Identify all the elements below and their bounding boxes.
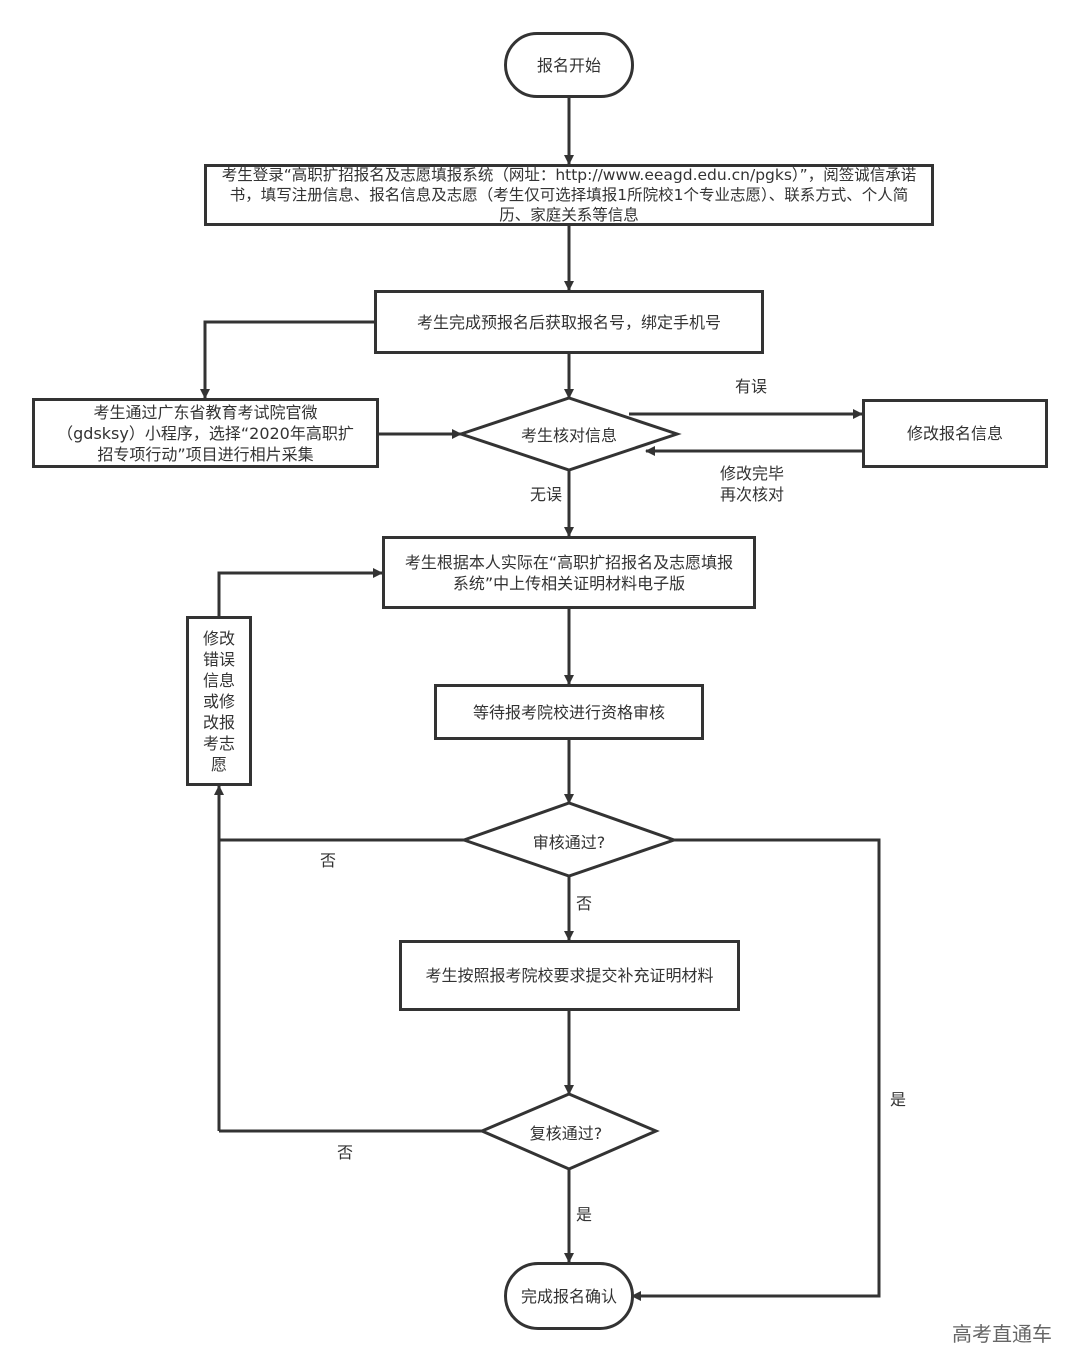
supplement-label: 考生按照报考院校要求提交补充证明材料 [425, 966, 714, 985]
edge-fix-upload [217, 568, 383, 616]
modify-info-label: 修改报名信息 [906, 424, 1003, 443]
edge-label-review-no-left: 否 [320, 851, 337, 870]
decision-recheck-pass [478, 1092, 660, 1171]
upload-node-label: 考生根据本人实际在“高职扩招报名及志愿填报系统”中上传相关证明材料电子版 [404, 552, 734, 593]
edge-review-done [631, 838, 881, 1301]
done-node-label: 完成报名确认 [520, 1286, 617, 1306]
login-node: 考生登录“高职扩招报名及志愿填报系统（网址：http://www.eeagd.e… [204, 164, 934, 226]
edge-review-fix [214, 785, 464, 842]
edge-label-review-no-down: 否 [576, 894, 593, 913]
watermark: 高考直通车 [952, 1322, 1052, 1346]
photo-node: 考生通过广东省教育考试院官微（gdsksy）小程序，选择“2020年高职扩招专项… [32, 398, 379, 468]
edge-label-recheck-no: 否 [337, 1143, 354, 1162]
decision-verify [456, 396, 682, 472]
done-node: 完成报名确认 [504, 1262, 634, 1330]
login-node-label: 考生登录“高职扩招报名及志愿填报系统（网址：http://www.eeagd.e… [221, 166, 917, 224]
start-node-label: 报名开始 [536, 55, 601, 75]
edge-prereg-photo [200, 320, 375, 399]
edge-label-recheck-yes: 是 [576, 1205, 593, 1224]
recheck-pass-label: 复核通过? [529, 1124, 603, 1143]
verify-label: 考生核对信息 [520, 426, 618, 445]
edge-label-review-yes: 是 [890, 1090, 907, 1109]
fix-side-node: 修改错误信息或修改报考志愿 [186, 616, 252, 786]
start-node: 报名开始 [504, 32, 634, 98]
photo-node-label: 考生通过广东省教育考试院官微（gdsksy）小程序，选择“2020年高职扩招专项… [57, 402, 354, 464]
edge-label-no-error: 无误 [530, 485, 563, 504]
modify-info-node: 修改报名信息 [862, 399, 1048, 468]
edge-label-has-error: 有误 [735, 377, 768, 396]
review-pass-label: 审核通过? [532, 833, 606, 852]
prereg-node-label: 考生完成预报名后获取报名号，绑定手机号 [416, 312, 721, 332]
wait-review-node: 等待报考院校进行资格审核 [434, 684, 704, 740]
edge-label-modified-recheck: 修改完毕再次核对 [719, 464, 784, 504]
decision-review-pass [459, 801, 679, 878]
supplement-node: 考生按照报考院校要求提交补充证明材料 [399, 940, 740, 1011]
wait-review-label: 等待报考院校进行资格审核 [472, 702, 665, 722]
prereg-node: 考生完成预报名后获取报名号，绑定手机号 [374, 290, 764, 354]
fix-side-label: 修改错误信息或修改报考志愿 [202, 628, 235, 774]
upload-node: 考生根据本人实际在“高职扩招报名及志愿填报系统”中上传相关证明材料电子版 [382, 536, 756, 609]
